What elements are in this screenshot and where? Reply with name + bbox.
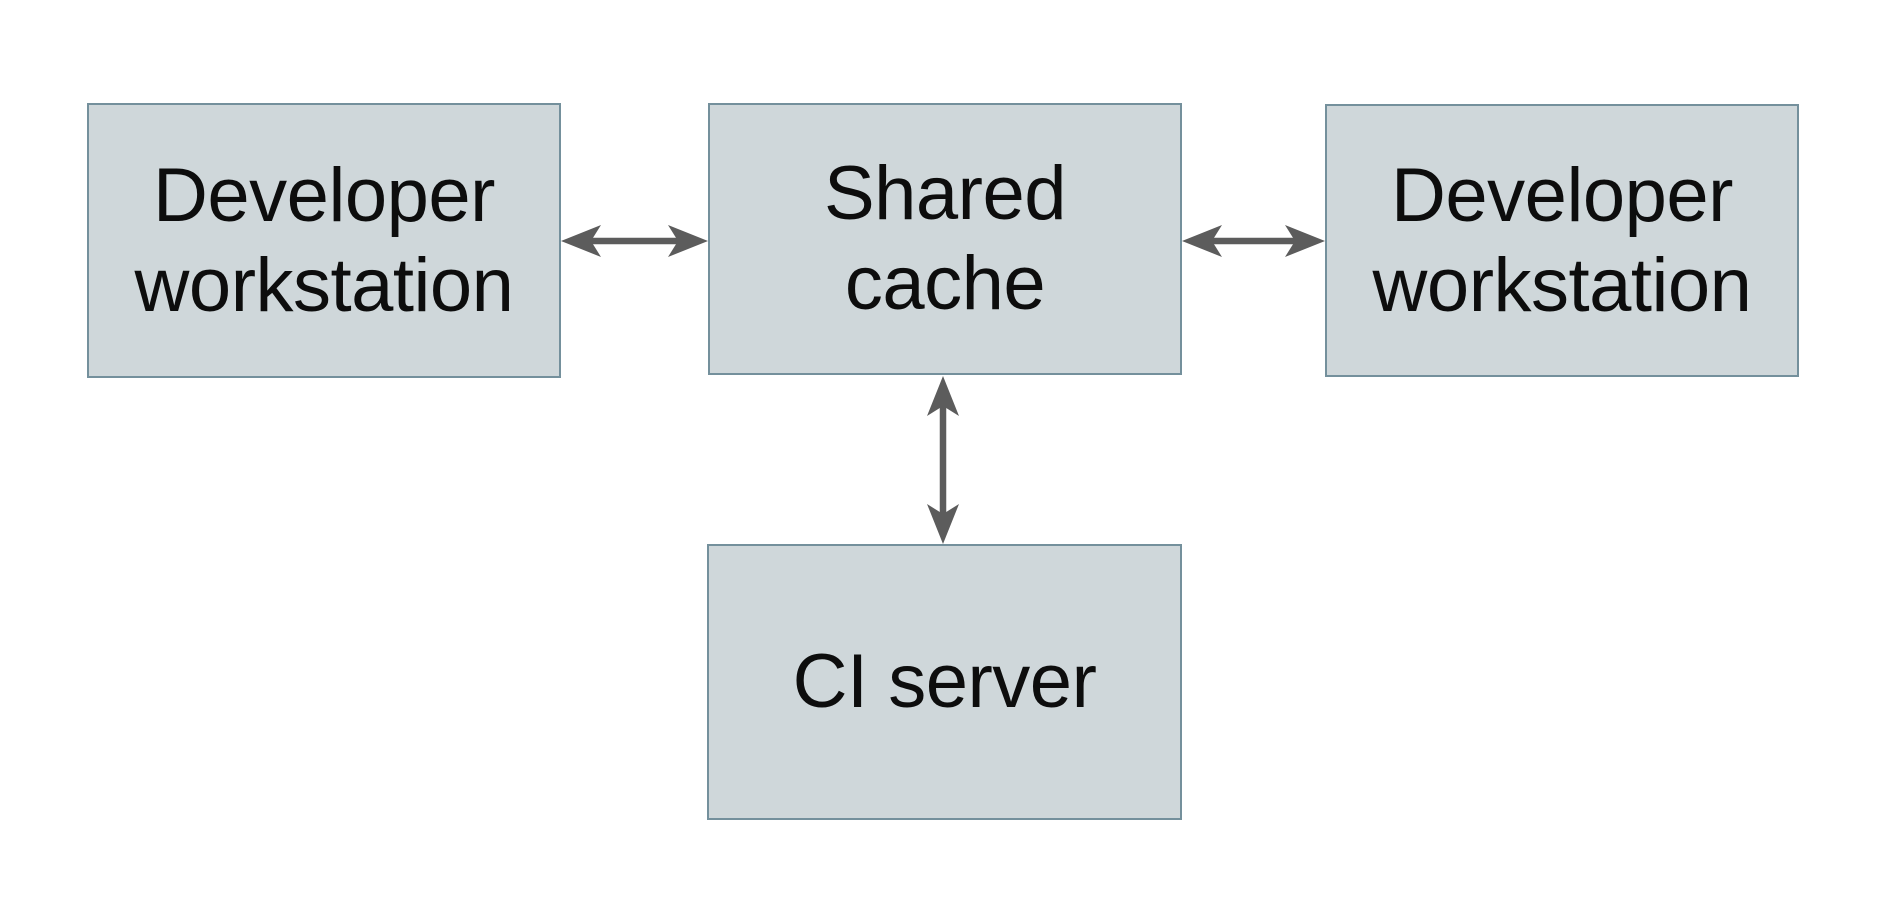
node-shared-cache: Shared cache <box>708 103 1182 375</box>
node-ci-server-label: CI server <box>792 639 1097 725</box>
node-ci-server: CI server <box>707 544 1182 820</box>
node-developer-workstation-left: Developer workstation <box>87 103 561 378</box>
bidirectional-arrow-cache-devright-icon <box>1182 225 1325 257</box>
bidirectional-arrow-cache-ciserver-icon <box>927 376 959 544</box>
node-developer-workstation-left-label: Developer workstation <box>134 152 514 328</box>
bidirectional-arrow-devleft-cache-icon <box>561 225 708 257</box>
node-developer-workstation-right: Developer workstation <box>1325 104 1799 377</box>
node-developer-workstation-right-label: Developer workstation <box>1372 152 1752 328</box>
node-shared-cache-label: Shared cache <box>823 151 1067 326</box>
